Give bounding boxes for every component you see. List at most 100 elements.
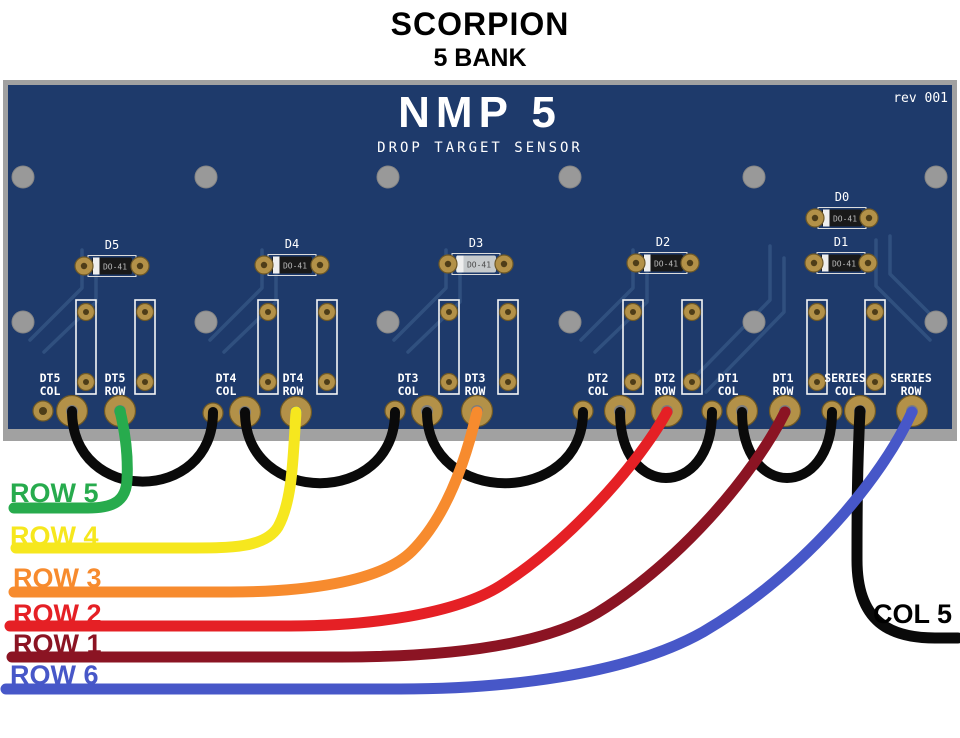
slot-pad-hole xyxy=(814,379,820,385)
wire-label-row-2: ROW 2 xyxy=(13,599,102,629)
slot-pad-hole xyxy=(446,309,452,315)
switch-slot xyxy=(75,299,97,395)
pad-label-line2: COL xyxy=(215,384,237,398)
mounting-hole xyxy=(924,165,948,189)
slot-pad-hole xyxy=(446,379,452,385)
pad-label-line2: ROW xyxy=(900,384,922,398)
slot-pad-hole xyxy=(630,379,636,385)
diode-pad-hole xyxy=(632,259,640,267)
diode-cathode-band xyxy=(823,209,830,227)
slot-pad-hole xyxy=(505,379,511,385)
copper-trace xyxy=(28,248,84,342)
switch-slot xyxy=(438,299,460,395)
switch-slot xyxy=(864,299,886,395)
slot-pad-hole xyxy=(630,309,636,315)
slot-pad-hole xyxy=(505,309,511,315)
mounting-hole xyxy=(11,310,35,334)
wire-label-row-3: ROW 3 xyxy=(13,563,102,593)
copper-trace xyxy=(888,234,946,330)
slot-pad-hole xyxy=(324,379,330,385)
diode-package-label: DO-41 xyxy=(467,261,491,270)
diode-pad-hole xyxy=(316,261,324,269)
diode-pad-hole xyxy=(500,260,508,268)
copper-trace xyxy=(222,266,278,354)
diode-package-label: DO-41 xyxy=(833,215,857,224)
mounting-hole xyxy=(376,310,400,334)
diode-pad-hole xyxy=(865,214,873,222)
pad-label-line1: DT1 xyxy=(772,371,794,385)
diode-label-D5: D5 xyxy=(105,238,119,252)
slot-pad-hole xyxy=(142,379,148,385)
pad-label-line2: ROW xyxy=(104,384,126,398)
diode-pad-hole xyxy=(80,262,88,270)
wire-row-6 xyxy=(0,406,918,695)
mounting-hole xyxy=(558,165,582,189)
slot-pad-hole xyxy=(142,309,148,315)
wire-label-row-6: ROW 6 xyxy=(10,660,99,690)
copper-trace xyxy=(579,248,635,342)
board-name: NMP 5 xyxy=(398,88,562,137)
mounting-hole xyxy=(742,310,766,334)
diode-pad-hole xyxy=(686,259,694,267)
diode-package-label: DO-41 xyxy=(832,260,856,269)
slot-pad-hole xyxy=(872,309,878,315)
copper-trace xyxy=(704,256,786,394)
slot-pad-hole xyxy=(689,379,695,385)
pad-label-line2: ROW xyxy=(772,384,794,398)
pad-label-line1: DT3 xyxy=(464,371,486,385)
wire-row-4 xyxy=(10,406,302,554)
diode-pad-hole xyxy=(864,259,872,267)
mounting-hole xyxy=(194,310,218,334)
switch-slot xyxy=(134,299,156,395)
diode-cathode-band xyxy=(93,257,100,275)
pad-label-line1: DT2 xyxy=(587,371,609,385)
wire-black-jumper xyxy=(240,407,400,489)
wire-row-3 xyxy=(8,406,483,598)
switch-slot xyxy=(681,299,703,395)
pad-label-line1: DT5 xyxy=(39,371,61,385)
pad-label-line1: DT5 xyxy=(104,371,126,385)
slot-pad-hole xyxy=(324,309,330,315)
mounting-hole xyxy=(11,165,35,189)
slot-pad-hole xyxy=(83,379,89,385)
copper-trace xyxy=(406,266,462,354)
slot-pad-hole xyxy=(814,309,820,315)
diode-package-label: DO-41 xyxy=(103,263,127,272)
switch-slot xyxy=(257,299,279,395)
mounting-hole xyxy=(376,165,400,189)
board-revision: rev 001 xyxy=(893,91,948,106)
pad-label-line1: DT3 xyxy=(397,371,419,385)
switch-slot xyxy=(497,299,519,395)
diode-body-D5 xyxy=(92,257,132,275)
slot-pad-hole xyxy=(872,379,878,385)
mounting-hole xyxy=(742,165,766,189)
wire-row-1 xyxy=(6,406,791,663)
diode-label-D4: D4 xyxy=(285,237,299,251)
pad-label-line2: COL xyxy=(587,384,609,398)
wire-black-jumper xyxy=(67,406,218,487)
pad-label-line1: DT2 xyxy=(654,371,676,385)
pad-label-line1: SERIES xyxy=(890,371,932,385)
diode-body-D2 xyxy=(643,254,683,272)
wire-row-2 xyxy=(4,406,673,632)
switch-slot xyxy=(622,299,644,395)
mounting-hole xyxy=(194,165,218,189)
page-title: SCORPION xyxy=(390,6,570,42)
wire-row-5 xyxy=(8,405,133,514)
pad-label-line1: DT4 xyxy=(282,371,304,385)
mounting-hole xyxy=(558,310,582,334)
solder-pad-small-hole xyxy=(39,407,47,415)
copper-trace xyxy=(593,266,649,354)
diode-body-D4 xyxy=(272,256,312,274)
wire-label-col-5: COL 5 xyxy=(873,599,953,629)
pad-label-line2: COL xyxy=(397,384,419,398)
wire-black-jumper xyxy=(737,407,837,483)
